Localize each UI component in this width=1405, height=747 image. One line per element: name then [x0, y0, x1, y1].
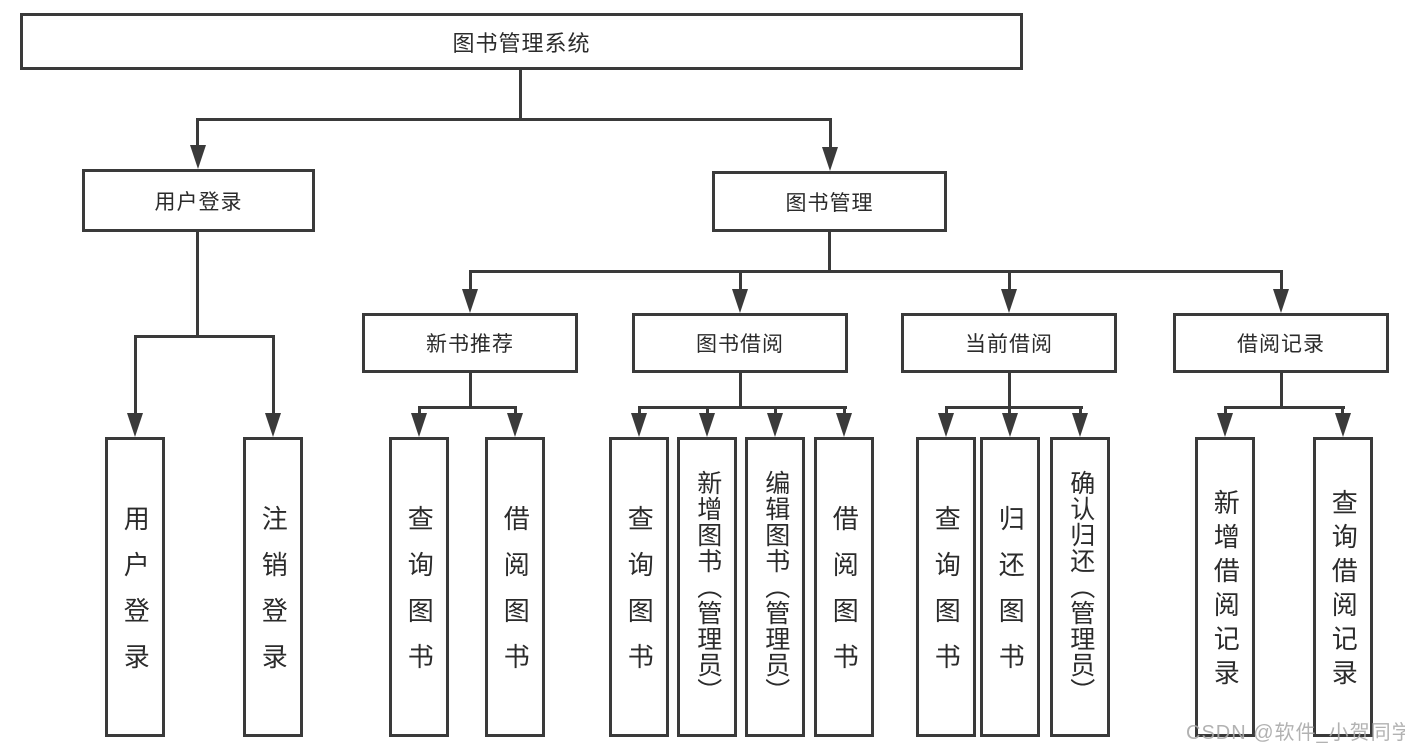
- node-book-management: 图书管理: [712, 171, 947, 232]
- leaf-borrow-edit-books-admin: 编辑图书（管理员）: [745, 437, 805, 737]
- connector-line: [519, 67, 522, 120]
- connector-line: [843, 406, 846, 416]
- node-label: 新增借阅记录: [1210, 489, 1241, 693]
- connector-line: [196, 118, 199, 150]
- connector-line: [272, 335, 275, 417]
- connector-line: [1008, 270, 1011, 292]
- connector-line: [514, 406, 517, 416]
- connector-line: [945, 406, 948, 416]
- connector-line: [638, 406, 847, 409]
- leaf-records-query-record: 查询借阅记录: [1313, 437, 1373, 737]
- node-label: 查询图书: [404, 505, 435, 689]
- node-label: 新书推荐: [426, 333, 514, 356]
- arrowhead: [507, 413, 523, 437]
- leaf-current-return-books: 归还图书: [980, 437, 1040, 737]
- connector-line: [1280, 270, 1283, 292]
- leaf-recommend-query-books: 查询图书: [389, 437, 449, 737]
- node-label: 查询借阅记录: [1328, 489, 1359, 693]
- connector-line: [418, 406, 517, 409]
- node-label: 查询图书: [624, 505, 655, 689]
- arrowhead: [1072, 413, 1088, 437]
- node-label: 图书管理: [785, 191, 874, 215]
- arrowhead: [265, 413, 281, 437]
- connector-line: [1008, 373, 1011, 409]
- connector-line: [1280, 373, 1283, 409]
- node-label: 借阅记录: [1237, 333, 1325, 356]
- arrowhead: [1217, 413, 1233, 437]
- arrowhead: [767, 413, 783, 437]
- leaf-current-confirm-return-admin: 确认归还（管理员）: [1050, 437, 1110, 737]
- node-label: 图书借阅: [696, 333, 784, 356]
- node-label: 编辑图书（管理员）: [761, 470, 790, 704]
- csdn-watermark: CSDN @软件_小贺同学: [1186, 722, 1405, 744]
- arrowhead: [732, 289, 748, 313]
- connector-line: [638, 406, 641, 416]
- arrowhead: [1273, 289, 1289, 313]
- leaf-current-query-books: 查询图书: [916, 437, 976, 737]
- leaf-borrow-add-books-admin: 新增图书（管理员）: [677, 437, 737, 737]
- node-new-book-recommend: 新书推荐: [362, 313, 578, 373]
- node-label: 借阅图书: [500, 505, 531, 689]
- leaf-records-add-record: 新增借阅记录: [1195, 437, 1255, 737]
- arrowhead: [1335, 413, 1351, 437]
- leaf-user-login-action: 用户登录: [105, 437, 165, 737]
- arrowhead: [836, 413, 852, 437]
- connector-line: [196, 118, 832, 121]
- connector-line: [1341, 406, 1344, 416]
- connector-line: [1079, 406, 1082, 416]
- connector-line: [706, 406, 709, 416]
- leaf-recommend-borrow-books: 借阅图书: [485, 437, 545, 737]
- node-current-borrow: 当前借阅: [901, 313, 1117, 373]
- connector-line: [1224, 406, 1345, 409]
- arrowhead: [938, 413, 954, 437]
- connector-line: [134, 335, 137, 417]
- connector-line: [196, 232, 199, 336]
- node-label: 归还图书: [995, 505, 1026, 689]
- arrowhead: [699, 413, 715, 437]
- connector-line: [469, 270, 1283, 273]
- node-label: 借阅图书: [829, 505, 860, 689]
- connector-line: [134, 335, 275, 338]
- node-book-borrow: 图书借阅: [632, 313, 848, 373]
- node-label: 用户登录: [120, 505, 151, 689]
- leaf-borrow-borrow-books: 借阅图书: [814, 437, 874, 737]
- connector-line: [774, 406, 777, 416]
- node-label: 确认归还（管理员）: [1066, 470, 1095, 704]
- connector-line: [1008, 406, 1011, 416]
- connector-line: [418, 406, 421, 416]
- node-label: 查询图书: [931, 505, 962, 689]
- arrowhead: [1001, 289, 1017, 313]
- arrowhead: [462, 289, 478, 313]
- node-label: 注销登录: [258, 505, 289, 689]
- arrowhead: [411, 413, 427, 437]
- leaf-borrow-query-books: 查询图书: [609, 437, 669, 737]
- node-borrow-records: 借阅记录: [1173, 313, 1389, 373]
- arrowhead: [127, 413, 143, 437]
- connector-line: [739, 270, 742, 292]
- node-user-login: 用户登录: [82, 169, 315, 232]
- connector-line: [739, 373, 742, 409]
- connector-line: [469, 373, 472, 409]
- node-library-management-system: 图书管理系统: [20, 13, 1023, 70]
- arrowhead: [1002, 413, 1018, 437]
- connector-line: [469, 270, 472, 292]
- node-label: 新增图书（管理员）: [693, 470, 722, 704]
- node-label: 当前借阅: [965, 333, 1053, 356]
- connector-line: [945, 406, 1083, 409]
- arrowhead: [190, 145, 206, 169]
- connector-line: [829, 118, 832, 150]
- connector-line: [828, 232, 831, 273]
- arrowhead: [631, 413, 647, 437]
- arrowhead: [822, 147, 838, 171]
- connector-line: [1224, 406, 1227, 416]
- node-label: 用户登录: [154, 190, 243, 214]
- node-label: 图书管理系统: [452, 30, 591, 56]
- leaf-logout-action: 注销登录: [243, 437, 303, 737]
